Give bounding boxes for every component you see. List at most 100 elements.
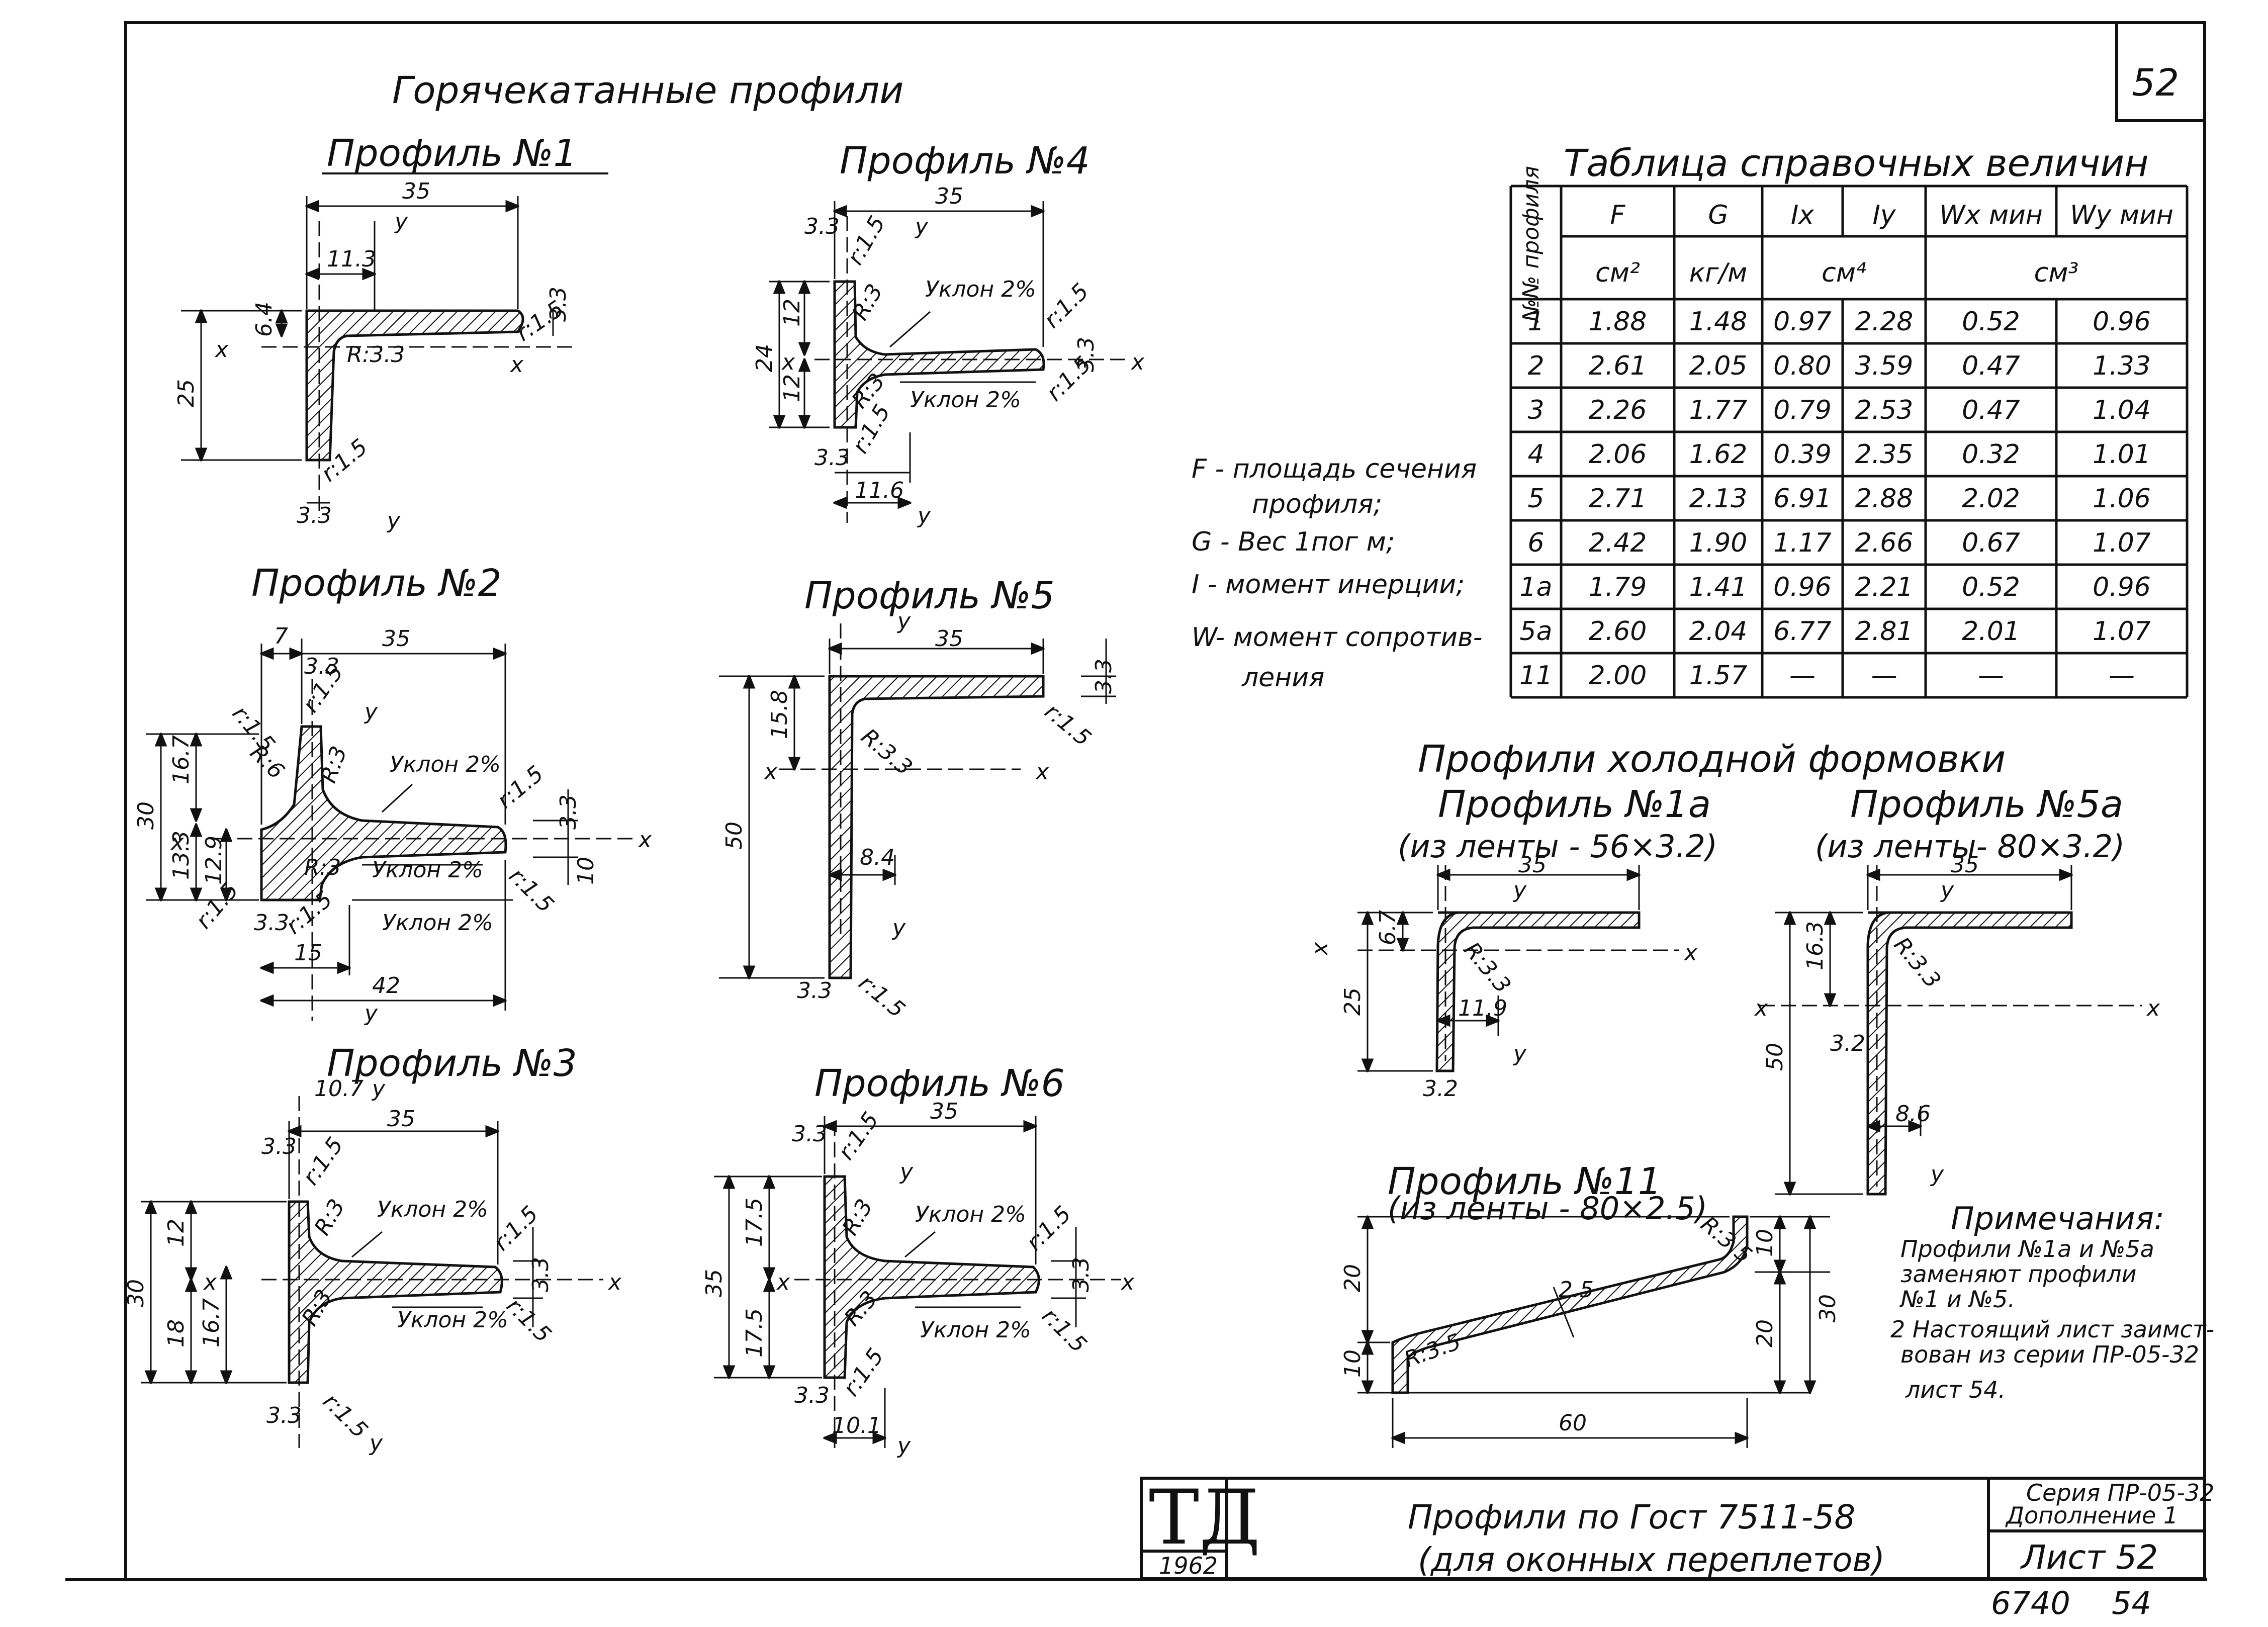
axis-y-label-2: y xyxy=(369,1430,383,1456)
table-cell: 2.81 xyxy=(1855,616,1914,647)
dim-16-3: 16.3 xyxy=(1802,921,1828,970)
dim-35-vertical: 35 xyxy=(701,1269,727,1297)
dim-3-3-bottom: 3.3 xyxy=(797,978,832,1004)
profile-1a-title: Профиль №1а xyxy=(1438,783,1711,826)
dim-3-2: 3.2 xyxy=(1830,1031,1865,1056)
row-profile-number: 3 xyxy=(1527,395,1544,425)
slope-label: Уклон 2% xyxy=(390,752,501,777)
dim-17-5: 17.5 xyxy=(742,1198,767,1247)
dim-3-3: 3.3 xyxy=(556,794,581,830)
dim-3-3: 3.3 xyxy=(804,214,840,239)
legend-line: F - площадь сечения xyxy=(1192,454,1477,484)
profile-3-title: Профиль №3 xyxy=(327,1042,577,1085)
dim-10-7: 10.7 xyxy=(314,1076,364,1102)
axis-y-label: y xyxy=(364,699,378,725)
slope-label: Уклон 2% xyxy=(915,1202,1026,1227)
axis-x-label: x xyxy=(214,337,229,363)
axis-x-label-2: x xyxy=(509,352,524,378)
dim-60: 60 xyxy=(1559,1410,1587,1436)
dim-20: 20 xyxy=(1752,1319,1778,1347)
dim-35: 35 xyxy=(382,626,410,652)
dim-11-3: 11.3 xyxy=(327,246,376,272)
table-cell: 2.05 xyxy=(1689,351,1748,381)
profile-4: Профиль №4 35 3.3 y 24 12 12 x x R:3 r:1 xyxy=(752,139,1145,528)
profile-5a: Профиль №5а (из ленты- 80×3.2) 35 y 16.3… xyxy=(1754,783,2160,1194)
row-profile-number: 5 xyxy=(1527,484,1544,514)
profile-4-section xyxy=(833,280,1045,429)
table-cell: 3.59 xyxy=(1855,351,1914,381)
radius-label: R:3 xyxy=(309,1195,350,1239)
table-cell: 0.96 xyxy=(2093,307,2151,337)
table-cell: 1.07 xyxy=(2093,616,2151,647)
radius-label: r:1.5 xyxy=(854,970,910,1023)
table-cell: 2.28 xyxy=(1855,307,1914,337)
radius-label: R:3.3 xyxy=(347,342,405,368)
profile-5-section xyxy=(828,675,1045,979)
dim-3-3: 3.3 xyxy=(1091,659,1117,694)
profile-5a-section xyxy=(1866,911,2073,1196)
table-cell: 2.42 xyxy=(1589,528,1647,558)
profile-5a-title: Профиль №5а xyxy=(1850,783,2123,826)
table-cell: 2.88 xyxy=(1855,484,1914,514)
dim-17-5: 17.5 xyxy=(742,1308,767,1358)
table-cell: 0.67 xyxy=(1962,528,2020,558)
row-profile-number: 11 xyxy=(1519,661,1553,691)
table-title: Таблица справочных величин xyxy=(1564,142,2149,185)
row-profile-number: 5а xyxy=(1520,616,1553,647)
profile-6-title: Профиль №6 xyxy=(814,1062,1065,1105)
dim-15-8: 15.8 xyxy=(767,690,792,739)
profile-11-subtitle: (из ленты - 80×2.5) xyxy=(1388,1190,1707,1227)
table-cell: 1.01 xyxy=(2093,439,2151,470)
dim-3-3: 3.3 xyxy=(792,1121,827,1147)
radius-label: r:1.5 xyxy=(492,761,549,814)
column-header-profile: №№ профиля xyxy=(1518,166,1544,323)
table-cell: 2.02 xyxy=(1962,484,2020,514)
table-cell: 2.35 xyxy=(1855,439,1914,470)
table-cell: 1.88 xyxy=(1589,307,1647,337)
radius-label: r:1.5 xyxy=(833,1108,884,1165)
legend: F - площадь сечения профиля; G - Вес 1по… xyxy=(1192,454,1482,693)
dim-3-3-bottom: 3.3 xyxy=(266,1403,302,1428)
dim-30: 30 xyxy=(123,1279,149,1307)
main-title: Горячекатанные профили xyxy=(392,69,903,112)
axis-x-label-2: x xyxy=(1683,940,1698,966)
axis-y-label-2: y xyxy=(896,1433,911,1459)
table-cell: 1.48 xyxy=(1689,307,1748,337)
table-cell: 1.77 xyxy=(1689,395,1748,425)
dim-3-3: 3.3 xyxy=(528,1257,554,1292)
table-cell: 1.41 xyxy=(1689,572,1748,602)
stamp-org-logo: ТД xyxy=(1149,1474,1260,1562)
dim-30: 30 xyxy=(1815,1294,1841,1322)
table-cell: 1.57 xyxy=(1689,661,1748,691)
table-cell: 1.04 xyxy=(2093,395,2151,425)
axis-x-label: x xyxy=(170,830,185,855)
radius-label: r:1.5 xyxy=(504,863,559,918)
slope-label: Уклон 2% xyxy=(372,857,483,883)
axis-x-label: x xyxy=(776,1270,790,1295)
stamp-sheet: Лист 52 xyxy=(2020,1538,2158,1577)
dim-2-5: 2.5 xyxy=(1559,1277,1594,1303)
table-cell: 1.17 xyxy=(1773,528,1832,558)
axis-y-label: y xyxy=(896,608,911,634)
profile-2: Профиль №2 7 35 xyxy=(133,562,652,1026)
radius-label: r:1.5 xyxy=(1040,698,1096,751)
axis-y-label-2: y xyxy=(917,503,931,528)
bottom-mark-right: 54 xyxy=(2112,1585,2151,1621)
note-line: лист 54. xyxy=(1905,1376,2006,1403)
radius-label: r:1.5 xyxy=(318,1389,373,1443)
dim-10: 10 xyxy=(1340,1349,1366,1378)
dim-3-3: 3.3 xyxy=(1073,337,1099,372)
axis-y-label-2: y xyxy=(386,508,401,533)
radius-label: r:1.5 xyxy=(501,1293,556,1348)
legend-line: I - момент инерции; xyxy=(1192,570,1465,600)
column-header: Ix xyxy=(1791,200,1815,230)
dim-20: 20 xyxy=(1340,1264,1366,1292)
axis-y-label: y xyxy=(899,1159,914,1185)
axis-x-label-2: x xyxy=(1035,759,1049,785)
profile-1-title: Профиль №1 xyxy=(327,132,577,175)
note-line: вован из серии ПР-05-32 xyxy=(1900,1341,2199,1368)
table-cell: 0.80 xyxy=(1773,351,1832,381)
profile-2-section xyxy=(260,725,507,901)
